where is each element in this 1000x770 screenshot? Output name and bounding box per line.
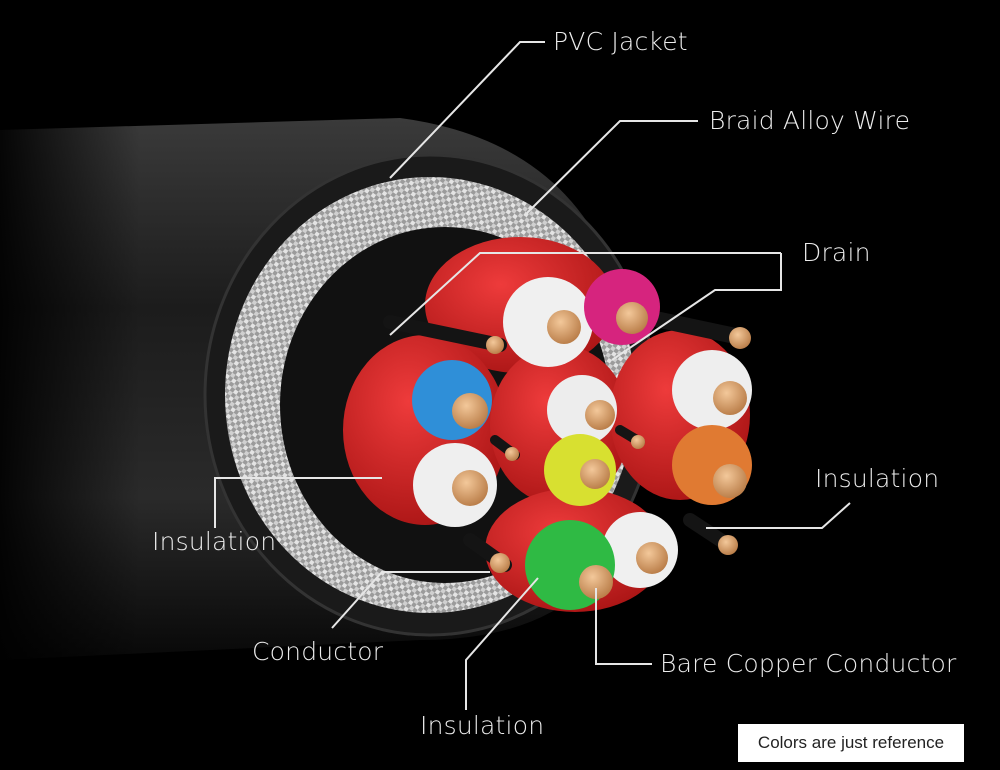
leader-insulation-bottom bbox=[465, 577, 539, 710]
label-insulation-left: Insulation bbox=[152, 527, 277, 556]
label-bare-copper-conductor: Bare Copper Conductor bbox=[660, 649, 957, 678]
wire-yellow bbox=[544, 434, 616, 506]
label-braid-alloy-wire: Braid Alloy Wire bbox=[709, 106, 911, 135]
wire-white-left bbox=[413, 443, 497, 527]
wire-white-top bbox=[503, 277, 593, 367]
wire-green bbox=[525, 520, 615, 610]
leader-braid-alloy-wire bbox=[526, 120, 698, 214]
leader-conductor bbox=[331, 571, 490, 629]
label-pvc-jacket: PVC Jacket bbox=[553, 27, 688, 56]
wire-white-bottom bbox=[602, 512, 678, 588]
label-drain: Drain bbox=[802, 238, 871, 267]
label-insulation-right: Insulation bbox=[815, 464, 940, 493]
label-insulation-bottom: Insulation bbox=[420, 711, 545, 740]
wire-white-center bbox=[547, 375, 617, 445]
colors-reference-note: Colors are just reference bbox=[738, 724, 964, 762]
leader-drain-1 bbox=[389, 252, 781, 336]
leader-insulation-left bbox=[214, 477, 382, 528]
wire-white-right bbox=[672, 350, 752, 430]
insulated-conductors bbox=[412, 269, 752, 610]
leader-pvc-jacket bbox=[389, 41, 545, 179]
wire-blue bbox=[412, 360, 492, 440]
label-conductor: Conductor bbox=[252, 637, 384, 666]
drain-wires bbox=[383, 312, 751, 573]
leader-lines bbox=[214, 41, 851, 710]
leader-insulation-right bbox=[706, 502, 851, 529]
wire-magenta bbox=[584, 269, 660, 345]
leader-bare-copper bbox=[595, 588, 652, 665]
wire-orange bbox=[672, 425, 752, 505]
